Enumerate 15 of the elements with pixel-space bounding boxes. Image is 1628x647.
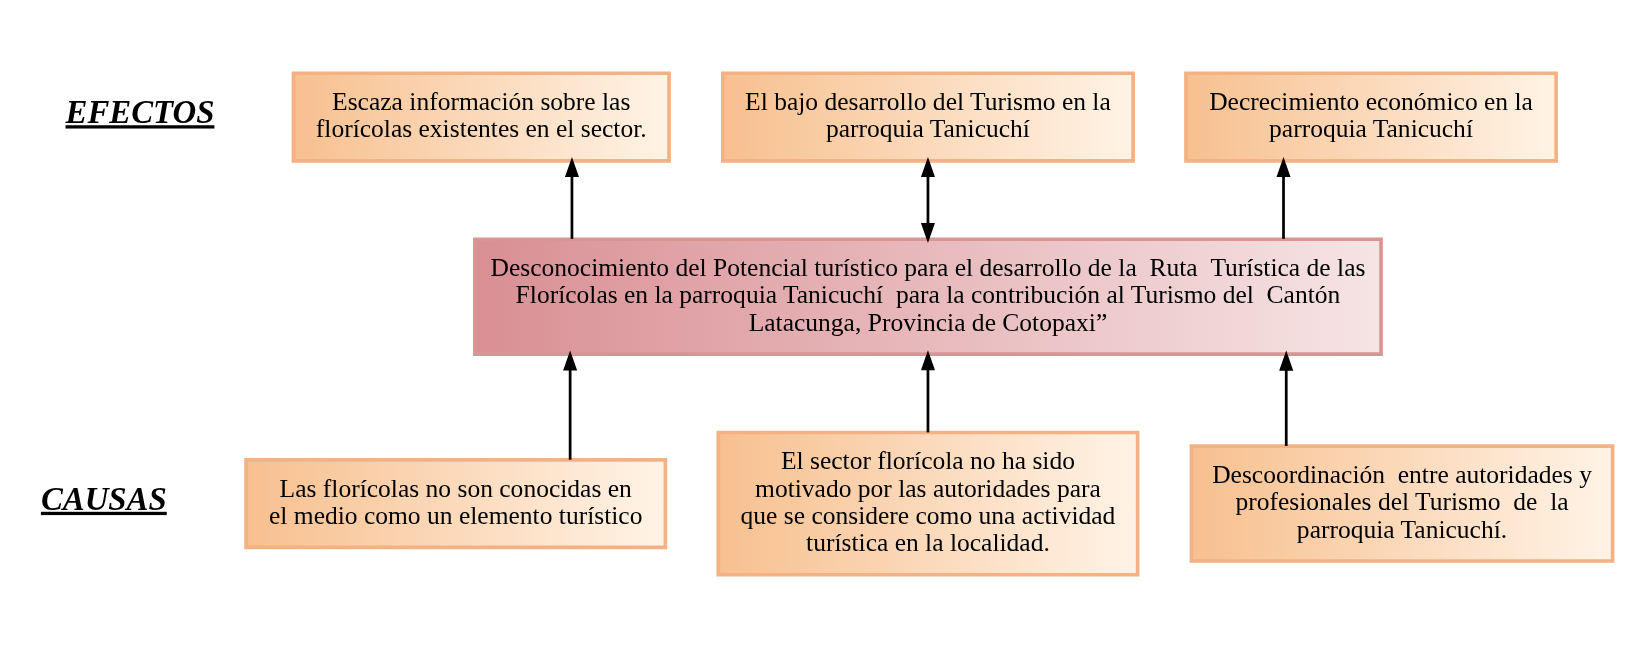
arrow [920, 156, 935, 243]
node-box: El sector florícola no ha sido motivado por las autoridades para que se considere como una actividad turística en la localidad. [716, 430, 1140, 577]
node-box: Escaza información sobre las florícolas existentes en el sector. [291, 70, 671, 163]
arrow [1279, 350, 1294, 446]
node-box: Desconocimiento del Potencial turístico para el desarrollo de la Ruta Turística de las Florícolas en la parroquia Tanicuchí para la contribución al Turismo del Cantón Latacunga, Provincia de Cotopaxi” [473, 236, 1383, 356]
arrow [563, 350, 578, 460]
node-box: Las florícolas no son conocidas en el medio como un elemento turístico [244, 457, 668, 549]
label: EFECTOS [65, 93, 215, 130]
arrow [920, 349, 935, 432]
node-box: Descoordinación entre autoridades y profesionales del Turismo de la parroquia Tanicuchí. [1189, 443, 1615, 563]
node-box: Decrecimiento económico en la parroquia Tanicuchí [1184, 70, 1558, 163]
arrow [1276, 156, 1291, 239]
arrow [564, 156, 579, 239]
label: CAUSAS [40, 480, 167, 517]
node-box: El bajo desarrollo del Turismo en la parroquia Tanicuchí [721, 70, 1135, 163]
